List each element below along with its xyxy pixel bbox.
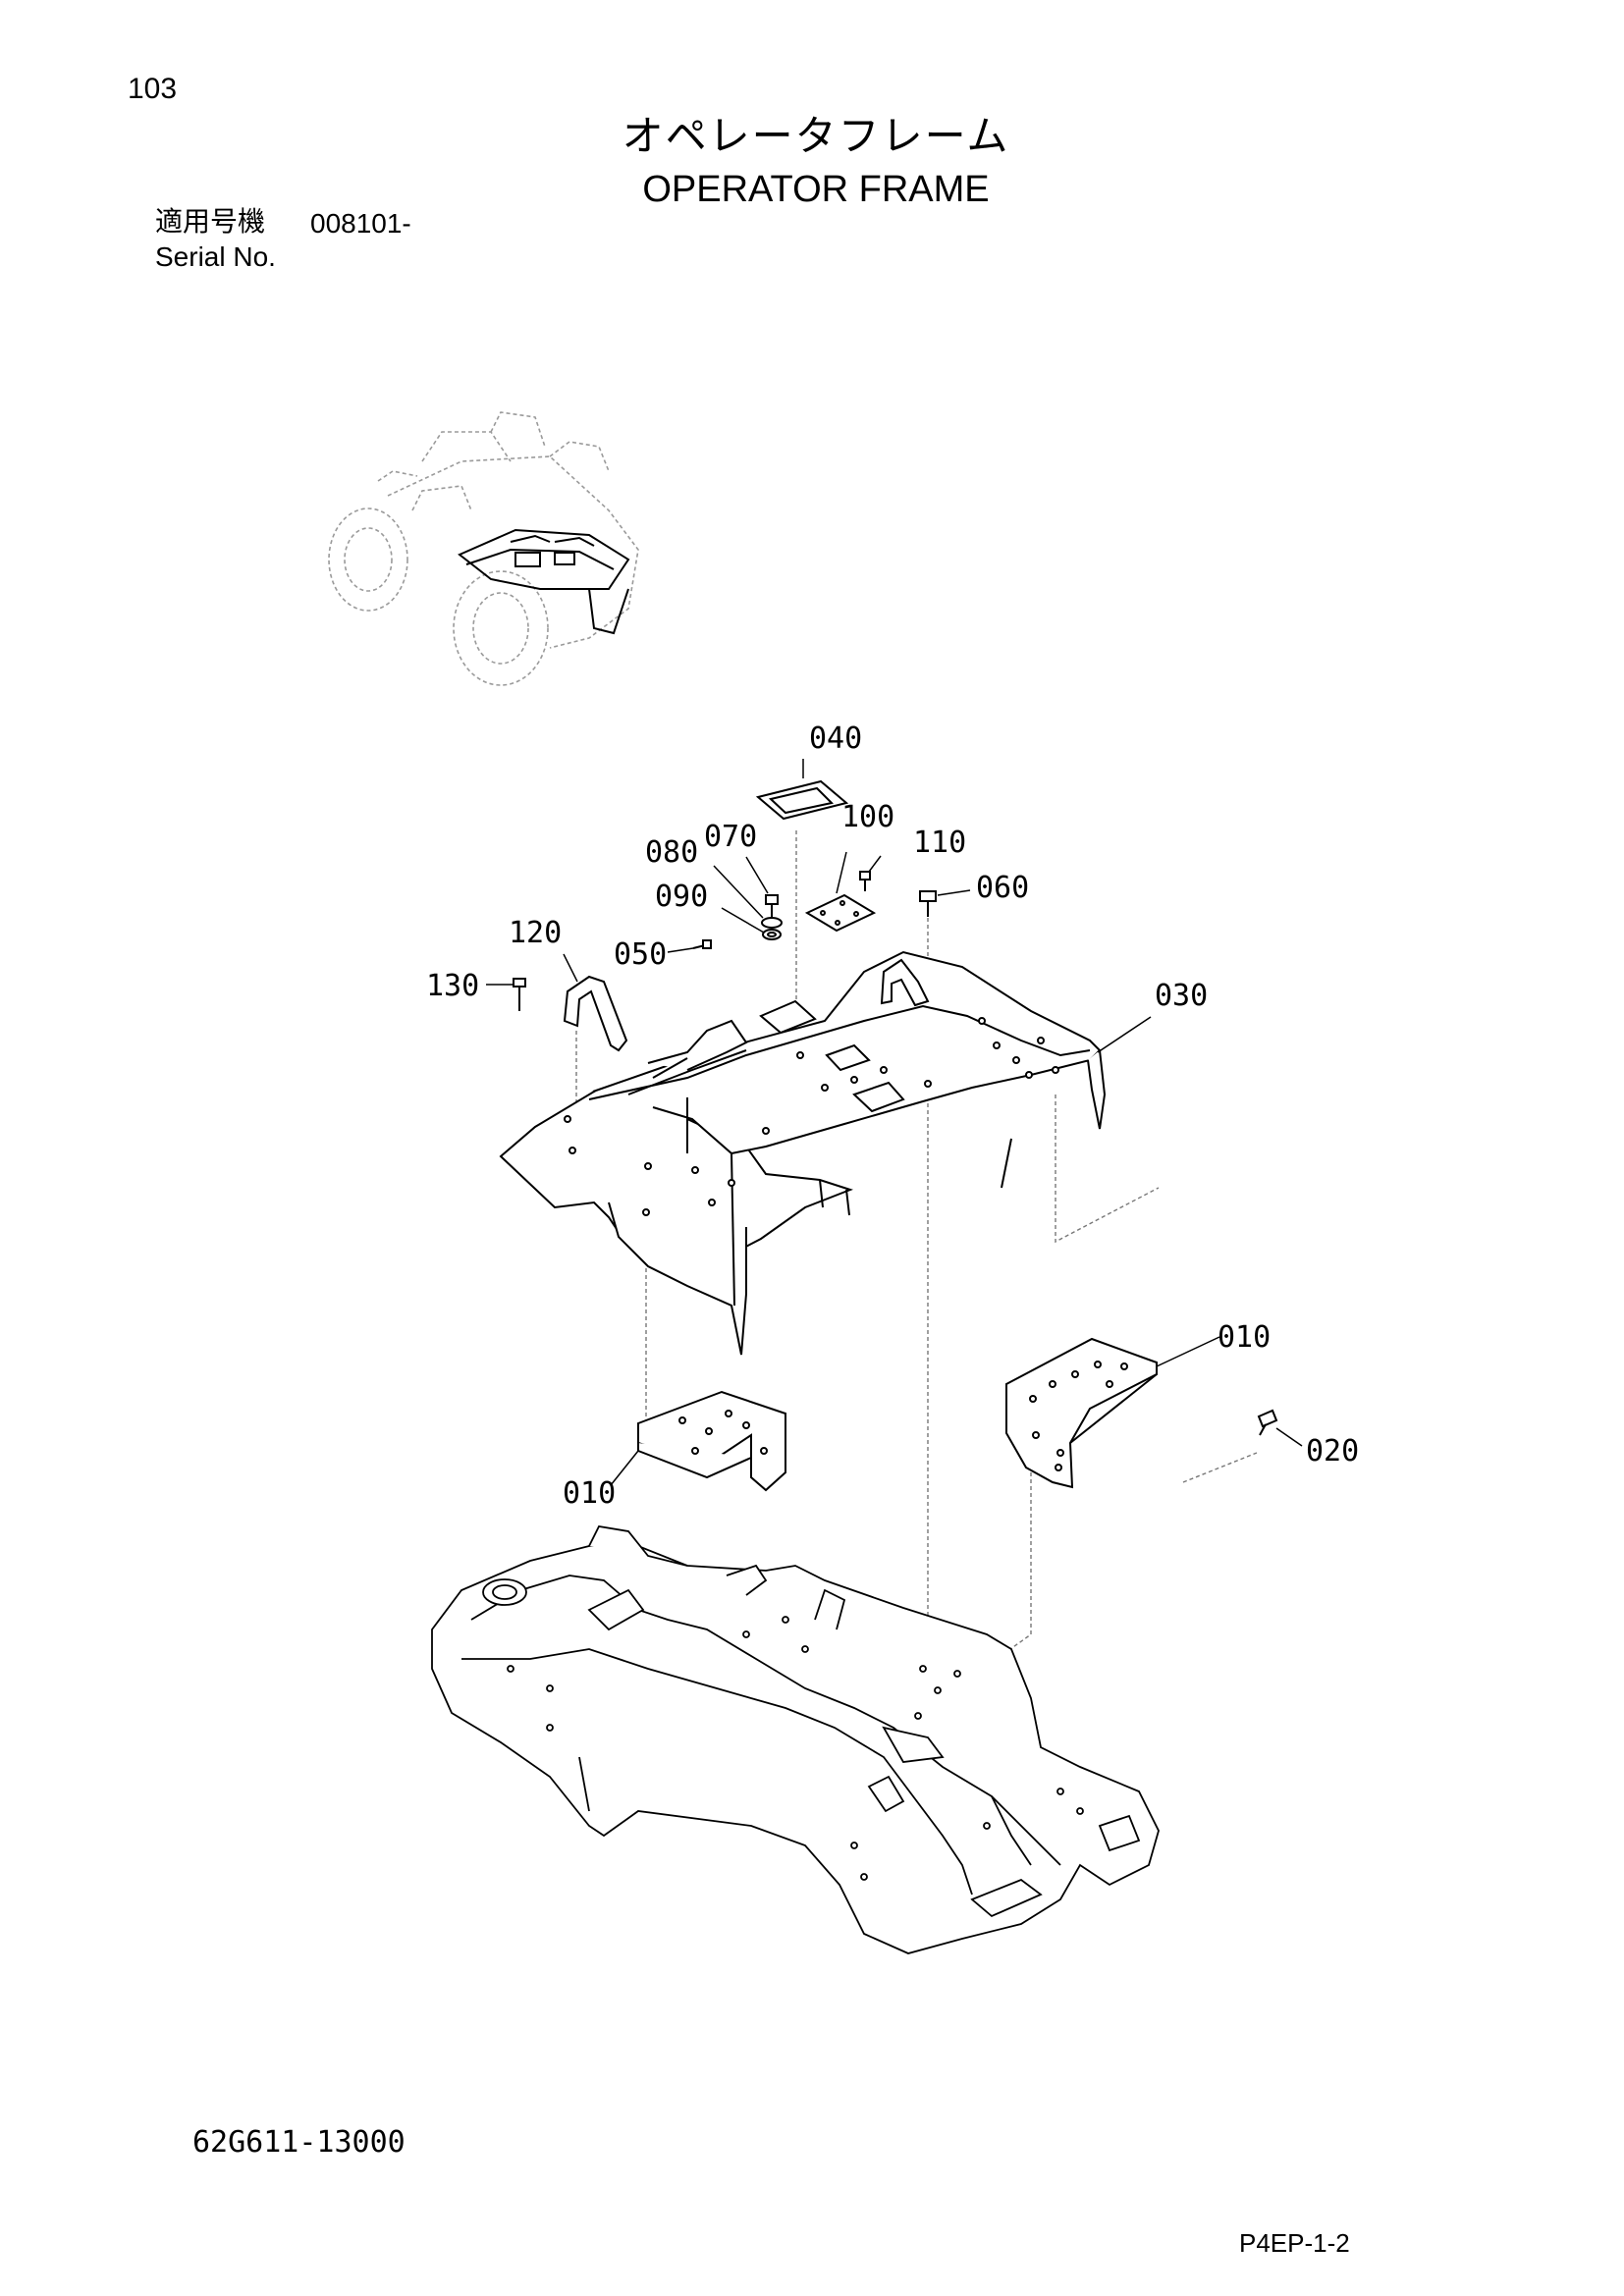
callout-040: 040 <box>809 721 862 756</box>
callout-070: 070 <box>704 820 757 854</box>
callout-leader-lines <box>486 759 1303 1486</box>
callout-080: 080 <box>645 835 698 870</box>
part-010-bracket-left <box>637 1390 786 1492</box>
callout-010-left: 010 <box>563 1476 616 1511</box>
part-030-operator-frame <box>499 950 1107 1356</box>
callout-020: 020 <box>1306 1434 1359 1468</box>
serial-value: 008101- <box>310 208 411 239</box>
highlighted-operator-frame-thumbnail <box>458 528 630 635</box>
callout-130: 130 <box>426 969 479 1003</box>
callout-050: 050 <box>614 937 667 972</box>
part-040-gasket <box>755 779 849 821</box>
main-chassis-frame <box>431 1525 1160 1954</box>
part-120-grab-handle <box>563 975 628 1052</box>
sheet-code: P4EP-1-2 <box>1239 2228 1350 2258</box>
part-100-cover-plate <box>804 893 877 933</box>
assembly-guide-lines <box>575 830 1258 1660</box>
title-english: OPERATOR FRAME <box>642 169 990 210</box>
callout-010-right: 010 <box>1218 1320 1271 1355</box>
callout-labels: 040 100 070 080 110 090 060 120 050 130 … <box>426 721 1359 1511</box>
serial-label-english: Serial No. <box>155 241 276 272</box>
callout-110: 110 <box>913 826 966 860</box>
machine-overview-thumbnail <box>328 411 639 686</box>
callout-030: 030 <box>1155 979 1208 1013</box>
serial-label-japanese: 適用号機 <box>155 205 266 238</box>
callout-060: 060 <box>976 871 1029 905</box>
callout-090: 090 <box>655 880 708 914</box>
bolts-and-washers <box>513 871 1278 1436</box>
callout-100: 100 <box>841 800 894 834</box>
callout-120: 120 <box>509 916 562 950</box>
drawing-number: 62G611-13000 <box>192 2125 406 2160</box>
title-japanese: オペレータフレーム <box>622 112 1010 160</box>
page-number: 103 <box>128 73 178 105</box>
part-010-bracket-right <box>1005 1337 1158 1489</box>
